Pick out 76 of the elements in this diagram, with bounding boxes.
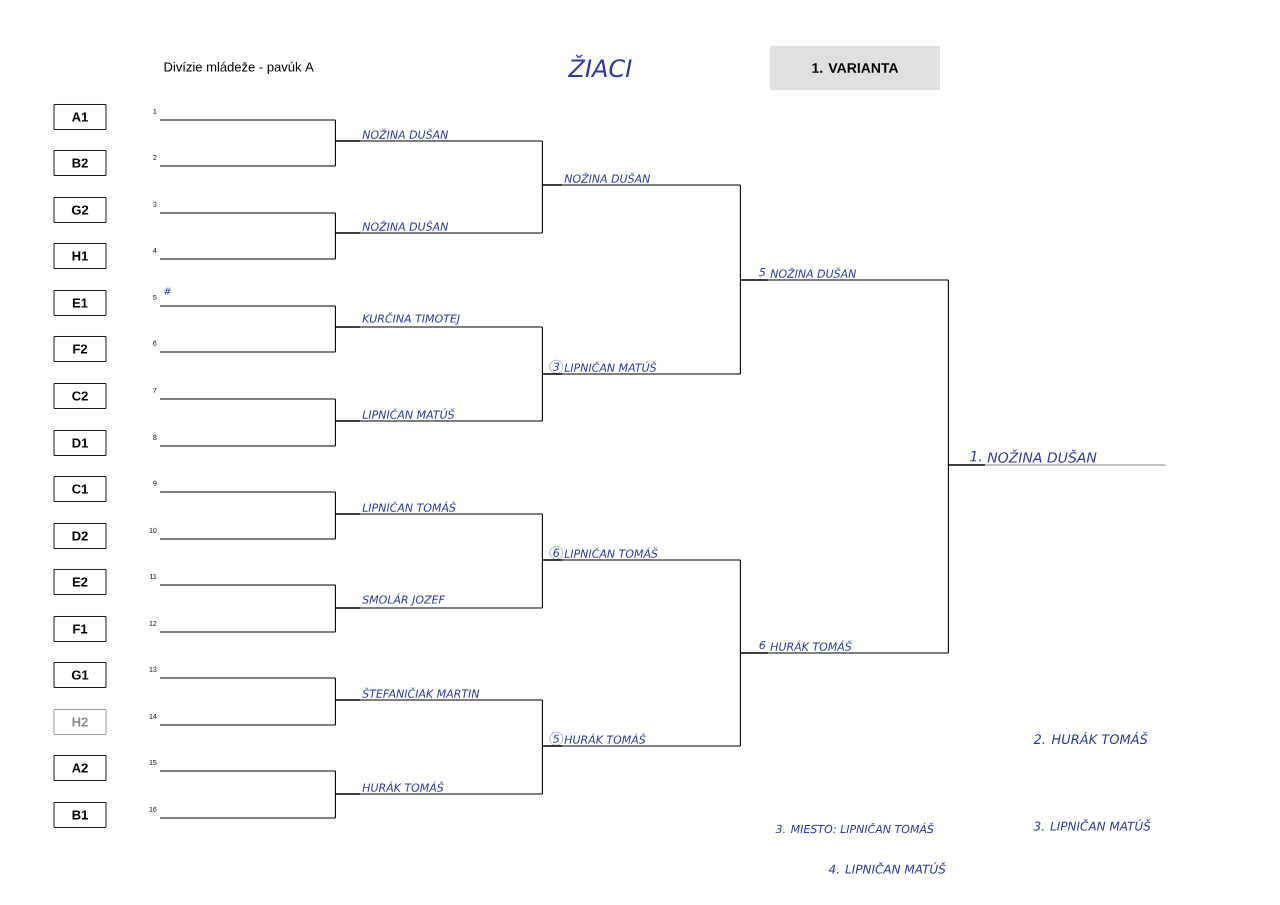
seed-box: C1 — [53, 476, 107, 502]
bracket-line — [541, 559, 563, 609]
name-line: ŠTEFANIČIAK MARTIN — [359, 687, 543, 701]
variant-banner: 1. VARIANTA — [770, 46, 940, 90]
handwritten-note: 4. LIPNIČAN MATÚŠ — [828, 862, 946, 874]
name-line: NOŽINA DUŠAN — [359, 220, 543, 234]
name-line: NOŽINA DUŠAN — [561, 172, 741, 186]
bracket-line — [334, 140, 361, 167]
name-line — [159, 677, 336, 679]
circled-number: 6 — [549, 546, 563, 560]
bracket-line — [334, 420, 361, 447]
name-line — [159, 119, 336, 121]
circled-number: 3 — [549, 360, 563, 374]
seed-box: E1 — [53, 290, 107, 316]
handwritten-note: 2. HURÁK TOMÁŠ — [1033, 731, 1148, 745]
name-line: NOŽINA DUŠAN — [984, 449, 1166, 466]
seed-box: H2 — [53, 709, 107, 735]
name-line: HURÁK TOMÁŠ — [561, 733, 741, 747]
handwritten-note: 3. LIPNIČAN MATÚŠ — [1033, 819, 1151, 831]
seed-box: G2 — [53, 197, 107, 223]
name-line: SMOLÁR JOZEF — [359, 593, 543, 609]
match-number: 6 — [759, 640, 766, 650]
title: Divízie mládeže - pavúk A — [164, 61, 314, 75]
bracket-line — [334, 326, 361, 353]
seed-box: F2 — [53, 336, 107, 362]
bracket-line — [739, 279, 769, 375]
name-line: LIPNIČAN MATÚŠ — [359, 408, 543, 422]
seed-box: E2 — [53, 569, 107, 595]
name-line: NOŽINA DUŠAN — [359, 128, 543, 142]
name-line — [159, 305, 336, 307]
name-line — [159, 491, 336, 493]
bracket-line — [947, 464, 986, 654]
bracket-line — [541, 745, 563, 795]
handwritten-mark: # — [163, 287, 171, 295]
name-line: LIPNIČAN TOMÁŠ — [561, 547, 741, 561]
name-line — [159, 631, 336, 633]
name-line — [159, 212, 336, 214]
bracket-line — [334, 699, 361, 726]
seed-box: H1 — [53, 243, 107, 269]
seed-box: A1 — [53, 104, 107, 130]
bracket-line — [334, 793, 361, 819]
seed-box: A2 — [53, 755, 107, 781]
name-line — [159, 258, 336, 260]
name-line: LIPNIČAN MATÚŠ — [561, 361, 741, 375]
seed-box: B2 — [53, 150, 107, 176]
name-line — [159, 445, 336, 447]
handwritten-heading: ŽIACI — [568, 54, 632, 78]
name-line — [159, 770, 336, 772]
name-line: NOŽINA DUŠAN — [767, 267, 949, 281]
name-line — [159, 165, 336, 167]
name-line: LIPNIČAN TOMÁŠ — [359, 501, 543, 515]
name-line — [159, 724, 336, 726]
bracket-line — [334, 607, 361, 633]
seed-box: F1 — [53, 616, 107, 642]
name-line: KURČINA TIMOTEJ — [359, 312, 543, 328]
circled-number: 5 — [549, 732, 563, 746]
seed-box: C2 — [53, 383, 107, 409]
seed-box: D1 — [53, 430, 107, 456]
seed-box: D2 — [53, 523, 107, 549]
seed-box: G1 — [53, 662, 107, 688]
name-line — [159, 538, 336, 540]
name-line — [159, 351, 336, 353]
name-line — [159, 817, 336, 819]
match-number: 1. — [970, 451, 981, 462]
name-line — [159, 584, 336, 586]
bracket-line — [541, 184, 563, 234]
bracket-line — [739, 652, 769, 747]
bracket-line — [541, 373, 563, 422]
bracket-line — [334, 232, 361, 260]
match-number: 5 — [759, 268, 766, 277]
handwritten-note: 3. MIESTO: LIPNIČAN TOMÁŠ — [775, 822, 934, 834]
name-line — [159, 398, 336, 400]
name-line: HURÁK TOMÁŠ — [359, 781, 543, 795]
seed-box: B1 — [53, 802, 107, 828]
bracket-line — [334, 513, 361, 540]
name-line: HURÁK TOMÁŠ — [767, 640, 949, 654]
